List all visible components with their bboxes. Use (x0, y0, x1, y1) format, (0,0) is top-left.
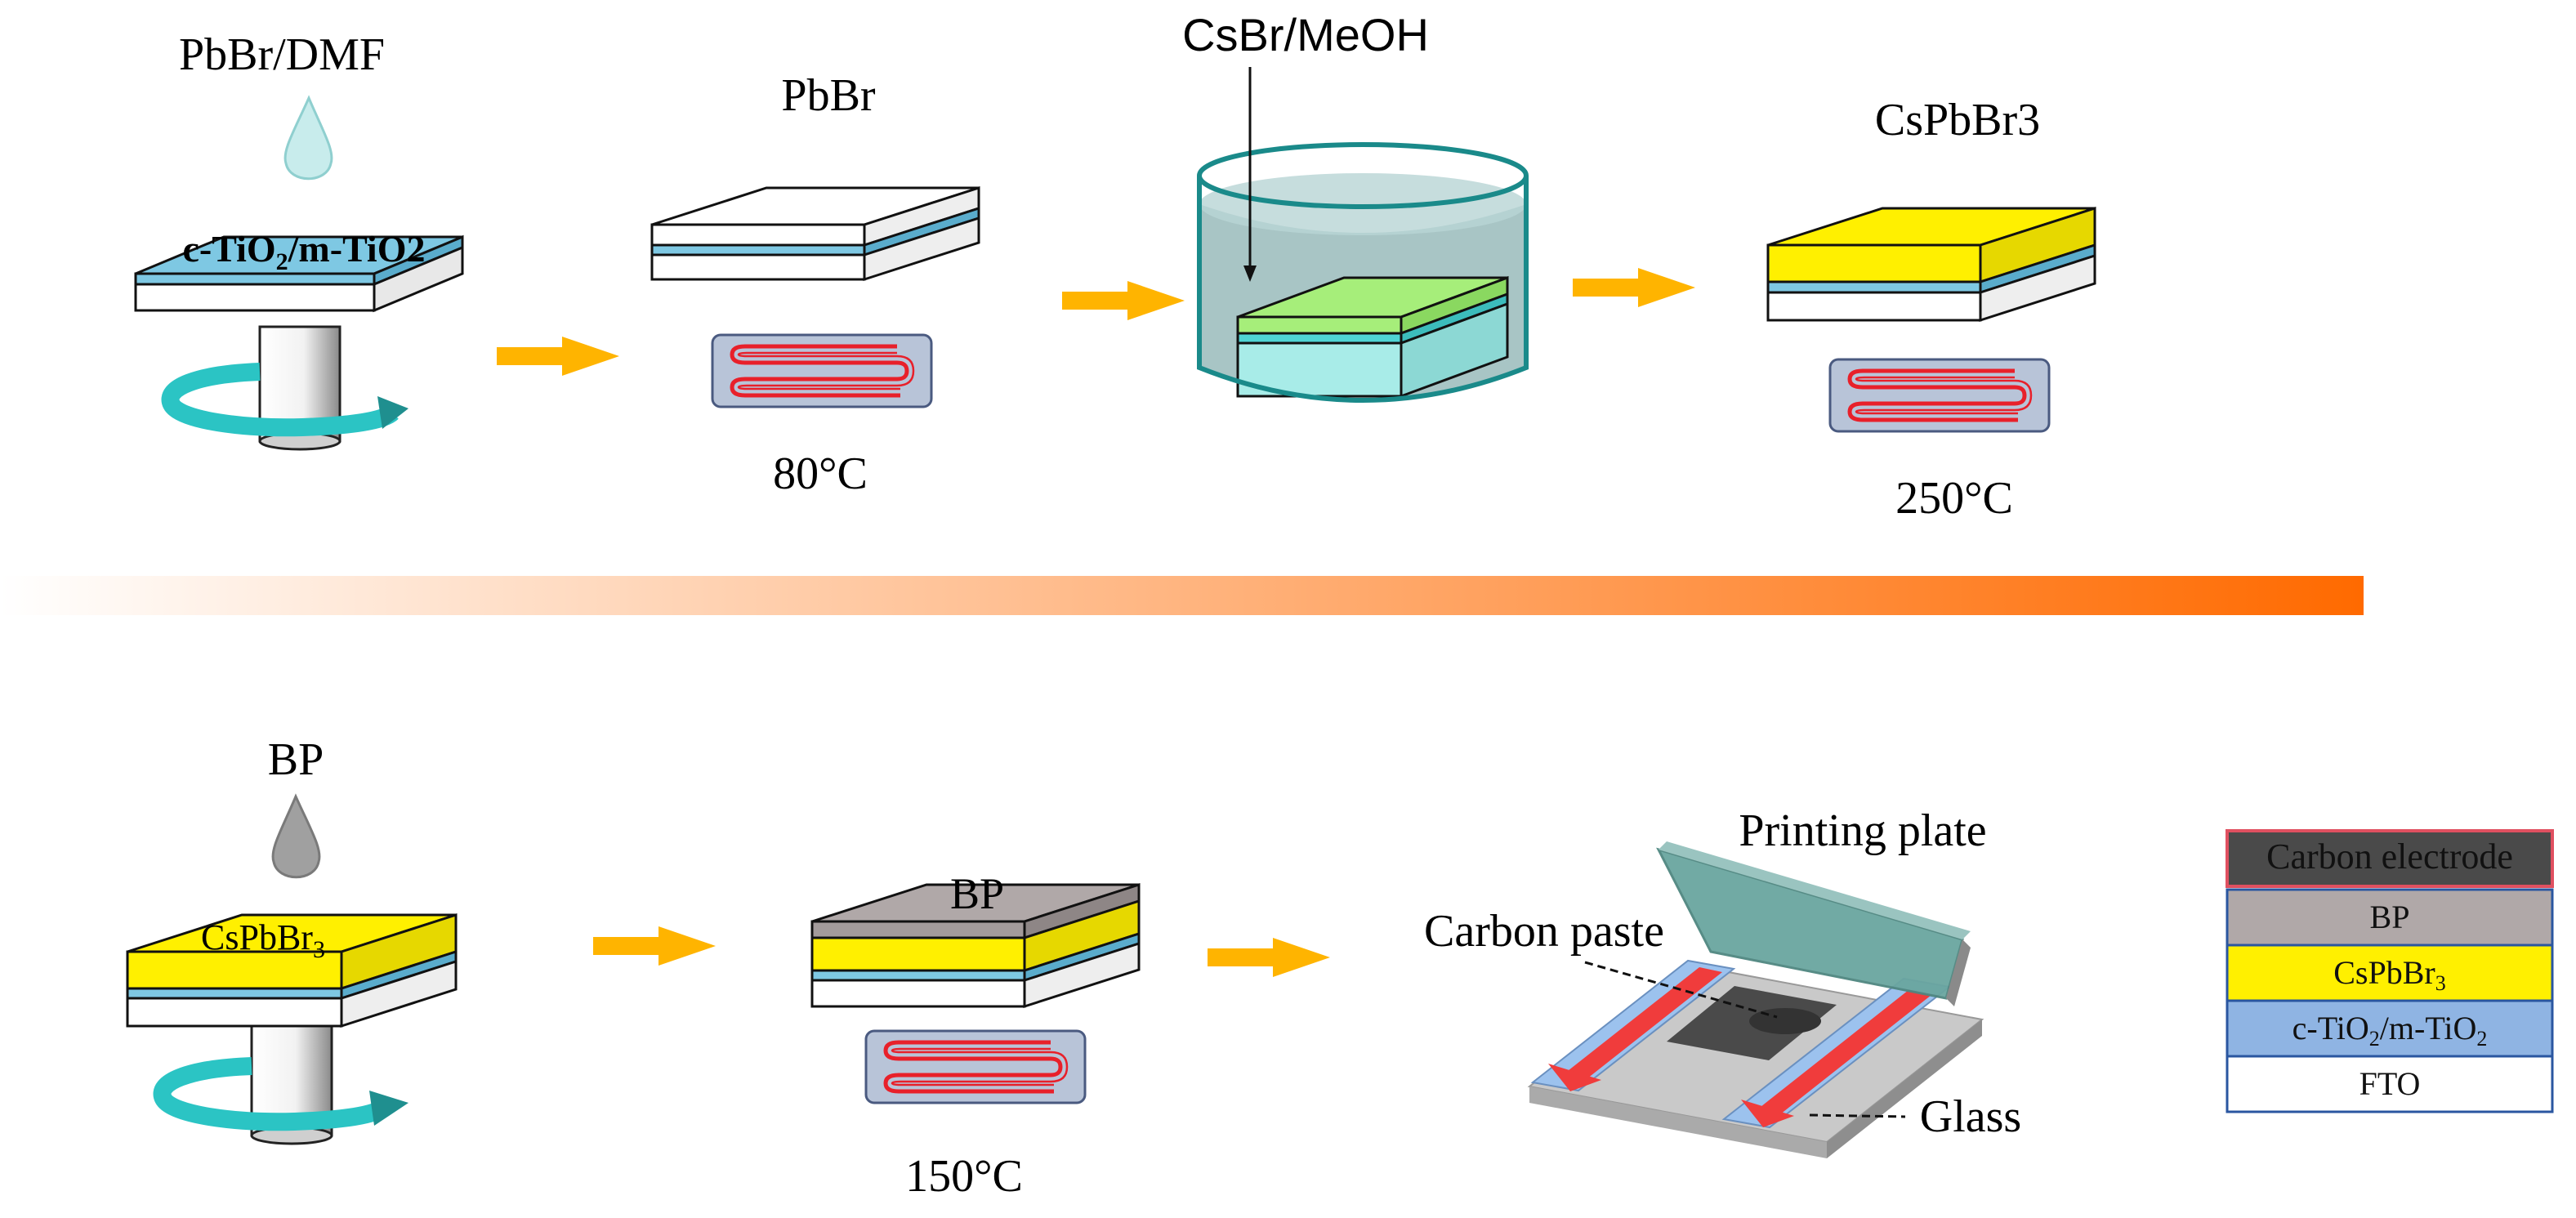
step3-dipping-beaker: CsBr/MeOH (1182, 9, 1529, 403)
step5-layer-label: CsPbBr3 (201, 917, 325, 963)
step2-pbbr-film: PbBr 80°C (650, 70, 980, 499)
step2-temperature: 80°C (773, 448, 868, 499)
hotplate-icon (866, 1031, 1085, 1103)
beaker-body (1197, 176, 1529, 403)
process-arrow-3 (1573, 268, 1695, 307)
step1-spin-coating: PbBr/DMF c-TiO2/m-TiO2 (134, 29, 464, 451)
step5-drop-label: BP (268, 734, 324, 785)
legend-bp (2226, 888, 2554, 947)
step4-temperature: 250°C (1895, 473, 2013, 524)
legend-cspbbr3-label: CsPbBr3 (2333, 954, 2446, 995)
hotplate-icon (712, 335, 931, 407)
droplet-icon (283, 95, 333, 181)
step4-cspbbr3-film: CsPbBr3 250°C (1766, 95, 2096, 524)
legend-bp-label: BP (2370, 899, 2410, 935)
step6-layer-label: BP (950, 869, 1004, 918)
process-arrow-5 (1208, 938, 1330, 977)
carbon-paste-blob (1749, 1008, 1821, 1034)
step3-solution-label: CsBr/MeOH (1182, 9, 1429, 60)
process-arrow-4 (593, 926, 716, 966)
hotplate-icon (1830, 359, 2049, 431)
carbon-paste-label: Carbon paste (1424, 906, 1664, 957)
legend-carbon-label: Carbon electrode (2266, 837, 2513, 877)
glass-label: Glass (1920, 1091, 2021, 1142)
step1-solution-label: PbBr/DMF (179, 29, 385, 80)
process-arrow-2 (1062, 281, 1185, 320)
droplet-icon (271, 793, 321, 879)
rotation-arrow-icon (153, 1057, 391, 1131)
step5-bp-spin-coating: BP CsPbBr3 (126, 734, 458, 1145)
substrate-label: c-TiO2/m-TiO2 (183, 228, 426, 275)
layer-legend: Carbon electrode BP CsPbBr3 c-TiO2/m-TiO… (2226, 829, 2554, 1113)
step4-film-label: CsPbBr3 (1875, 95, 2040, 145)
step2-film-label: PbBr (781, 70, 875, 121)
process-arrow-1 (497, 337, 619, 376)
rotation-arrow-icon (161, 363, 399, 437)
legend-fto-label: FTO (2359, 1065, 2421, 1102)
legend-tio2 (2226, 999, 2554, 1058)
step7-screen-printing: Printing plate Carbon paste Glass (1424, 805, 2021, 1158)
legend-carbon-electrode (2226, 829, 2554, 888)
step6-temperature: 150°C (905, 1151, 1023, 1202)
step6-bp-layer: BP 150°C (810, 869, 1141, 1202)
printing-plate-label: Printing plate (1739, 805, 1986, 856)
legend-tio2-label: c-TiO2/m-TiO2 (2293, 1010, 2488, 1051)
section-divider-gradient (0, 576, 2364, 615)
legend-fto (2226, 1055, 2554, 1113)
